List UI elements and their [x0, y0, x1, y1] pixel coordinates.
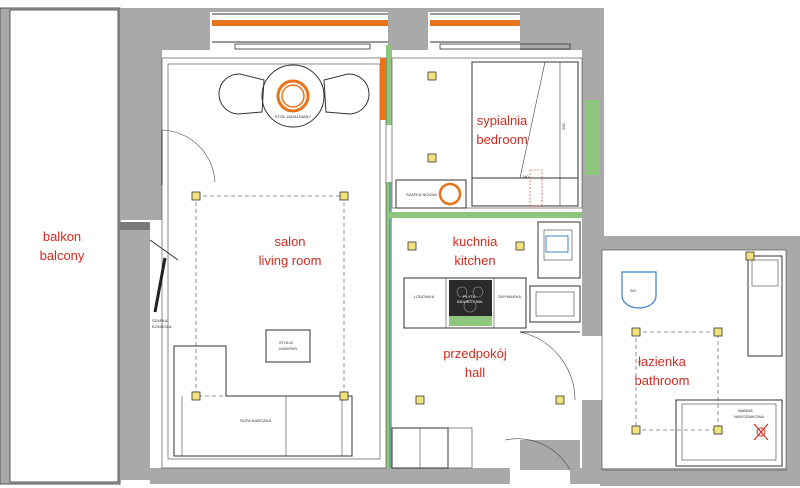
cooktop-label: PŁYTA: [463, 294, 476, 299]
light-point-icon: [631, 425, 641, 435]
wc-label: WC: [630, 288, 637, 293]
coffee-table-label-1: STOLIK: [279, 340, 293, 345]
dresser-label: SZAFKA NOCNA: [406, 192, 437, 197]
bathtub-label-1: WANNA: [738, 408, 753, 413]
light-point-icon: [745, 251, 755, 261]
bathtub-label-2: NAROŻNIKOWA: [734, 414, 764, 419]
hall: przedpokój hall: [391, 331, 580, 471]
light-point-icon: [555, 395, 565, 405]
dishwasher-label: ZMYWARKA: [498, 294, 521, 299]
walls: [120, 8, 800, 486]
windows: [212, 13, 571, 50]
hall-label-pl: przedpokój: [443, 346, 507, 361]
light-point-icon: [713, 327, 723, 337]
light-point-icon: [191, 191, 201, 201]
console-label-1: SZAFKA: [152, 318, 168, 323]
bed-dimension-small: 140: [522, 174, 529, 179]
living-label-en: living room: [259, 253, 322, 268]
bathroom-label-en: bathroom: [635, 373, 690, 388]
kitchen-label-en: kitchen: [454, 253, 495, 268]
coffee-table-label-2: KAWOWY: [279, 346, 298, 351]
fridge-label: LODÓWKA: [414, 294, 435, 299]
light-point-icon: [415, 395, 425, 405]
light-point-icon: [191, 391, 201, 401]
sofa-label: SOFA NAROŻNA: [240, 418, 271, 423]
kitchen-label-pl: kuchnia: [453, 234, 499, 249]
cooktop-label-2: INDUKCYJNA: [457, 299, 483, 304]
bathroom: łazienka bathroom WC WANNA NAROŻNIKOWA: [601, 249, 787, 471]
balcony-door: [149, 129, 216, 313]
living-room: salon living room STOLIK KAWOWY SOFA NAR…: [152, 195, 353, 457]
bedroom: 200 140 sypialnia bedroom SZAFKA NOCNA: [395, 61, 579, 209]
dining-table-label: STÓŁ JADALNIANY: [275, 114, 312, 119]
light-point-icon: [339, 391, 349, 401]
light-point-icon: [339, 191, 349, 201]
console-label-2: KONSOLA: [152, 324, 172, 329]
living-label-pl: salon: [274, 234, 305, 249]
light-point-icon: [427, 71, 437, 81]
light-point-icon: [407, 241, 417, 251]
balcony-label-pl: balkon: [43, 229, 81, 244]
hall-label-en: hall: [465, 365, 485, 380]
light-point-icon: [427, 153, 437, 163]
bedroom-label-pl: sypialnia: [477, 113, 528, 128]
light-points: [191, 71, 755, 435]
balcony: balkon balcony: [0, 7, 121, 485]
light-point-icon: [631, 327, 641, 337]
light-point-icon: [713, 425, 723, 435]
kitchen: kuchnia kitchen LODÓWKA PŁYTA INDUKCYJNA…: [403, 221, 581, 329]
light-point-icon: [515, 241, 525, 251]
balcony-label-en: balcony: [40, 248, 85, 263]
dining-set: STÓŁ JADALNIANY: [218, 58, 386, 128]
bed-dimension: 200: [561, 123, 566, 130]
bathroom-label-pl: łazienka: [638, 354, 686, 369]
bedroom-label-en: bedroom: [476, 132, 527, 147]
